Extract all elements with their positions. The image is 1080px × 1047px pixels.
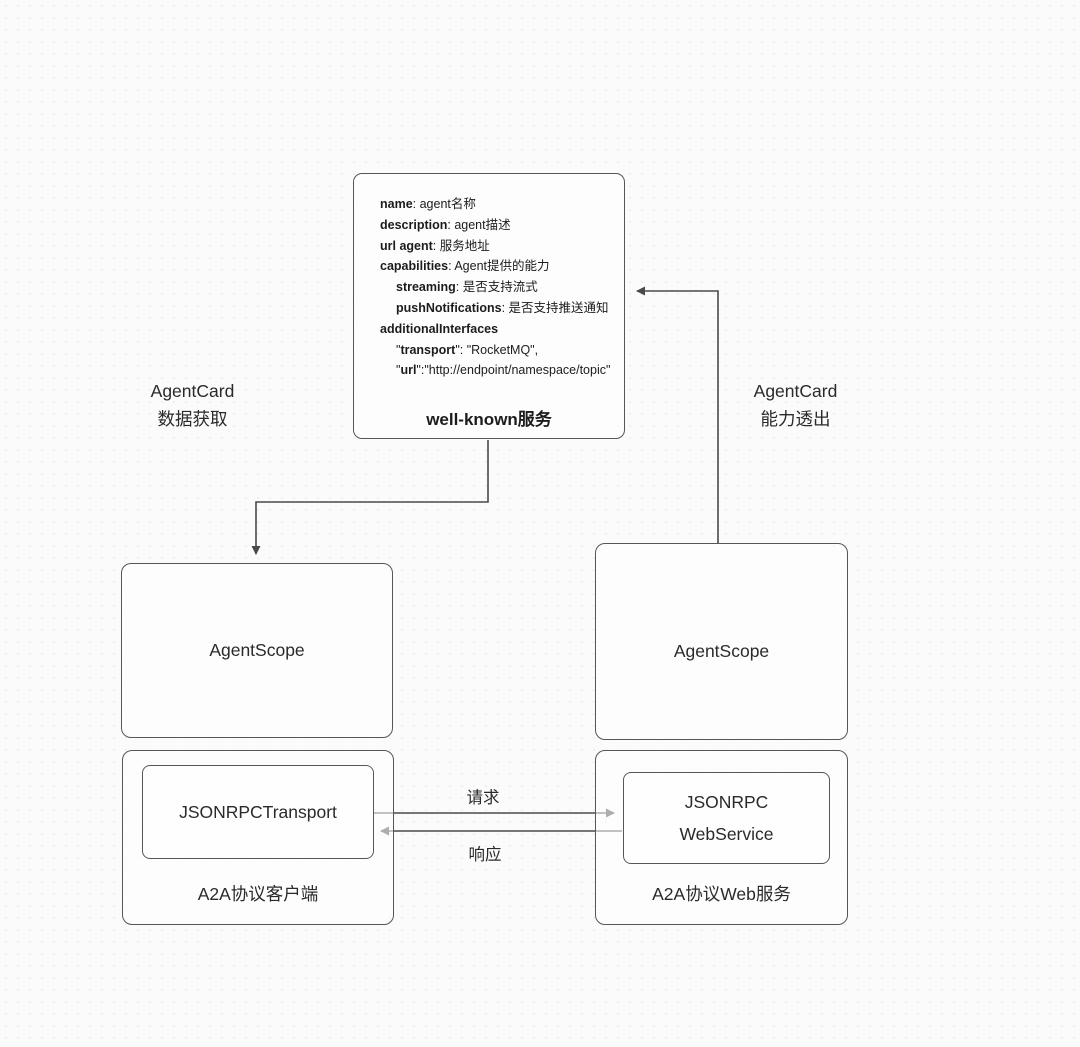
jsonrpc-transport-label: JSONRPCTransport (179, 801, 337, 822)
a2a-client-box: JSONRPCTransport A2A协议客户端 (122, 750, 394, 925)
jsonrpc-webservice-label-line2: WebService (679, 824, 774, 844)
agentcard-expose-label-line2: 能力透出 (760, 409, 831, 429)
arrow-agentcard-fetch (251, 440, 489, 555)
field-streaming: streaming: 是否支持流式 (396, 280, 538, 295)
agent-card-fields: name: agent名称 description: agent描述 url a… (380, 194, 616, 381)
field-push-notifications: pushNotifications: 是否支持推送通知 (396, 300, 609, 315)
arrow-agentcard-expose (636, 286, 719, 543)
field-url: "url":"http://endpoint/namespace/topic" (396, 363, 611, 378)
agentscope-server-label: AgentScope (673, 641, 770, 661)
agentcard-expose-label-line1: AgentCard (753, 381, 838, 401)
agentcard-expose-label: AgentCard 能力透出 (723, 377, 868, 433)
agentcard-fetch-label: AgentCard 数据获取 (120, 377, 265, 433)
field-url-agent: url agent: 服务地址 (380, 238, 490, 253)
field-additional-interfaces: additionalInterfaces (380, 321, 499, 336)
field-capabilities: capabilities: Agent提供的能力 (380, 259, 550, 274)
a2a-client-label: A2A协议客户端 (197, 884, 319, 904)
jsonrpc-webservice-label-line1: JSONRPC (684, 792, 769, 812)
response-label: 响应 (468, 846, 502, 864)
jsonrpc-webservice-box: JSONRPC WebService (623, 772, 830, 864)
agentcard-fetch-label-line2: 数据获取 (157, 409, 228, 429)
field-transport: "transport": "RocketMQ", (396, 342, 539, 357)
agentscope-server-box: AgentScope (595, 543, 848, 740)
request-label: 请求 (466, 789, 500, 807)
a2a-web-service-label: A2A协议Web服务 (652, 884, 791, 904)
well-known-service-box: name: agent名称 description: agent描述 url a… (353, 173, 625, 439)
agentcard-fetch-label-line1: AgentCard (150, 381, 235, 401)
agentscope-client-box: AgentScope (121, 563, 393, 738)
agentscope-client-label: AgentScope (209, 640, 305, 660)
a2a-web-service-box: JSONRPC WebService A2A协议Web服务 (595, 750, 848, 925)
well-known-title: well-known服务 (426, 410, 552, 429)
field-description: description: agent描述 (380, 217, 511, 232)
field-name: name: agent名称 (380, 197, 476, 211)
jsonrpc-transport-box: JSONRPCTransport (142, 765, 374, 859)
